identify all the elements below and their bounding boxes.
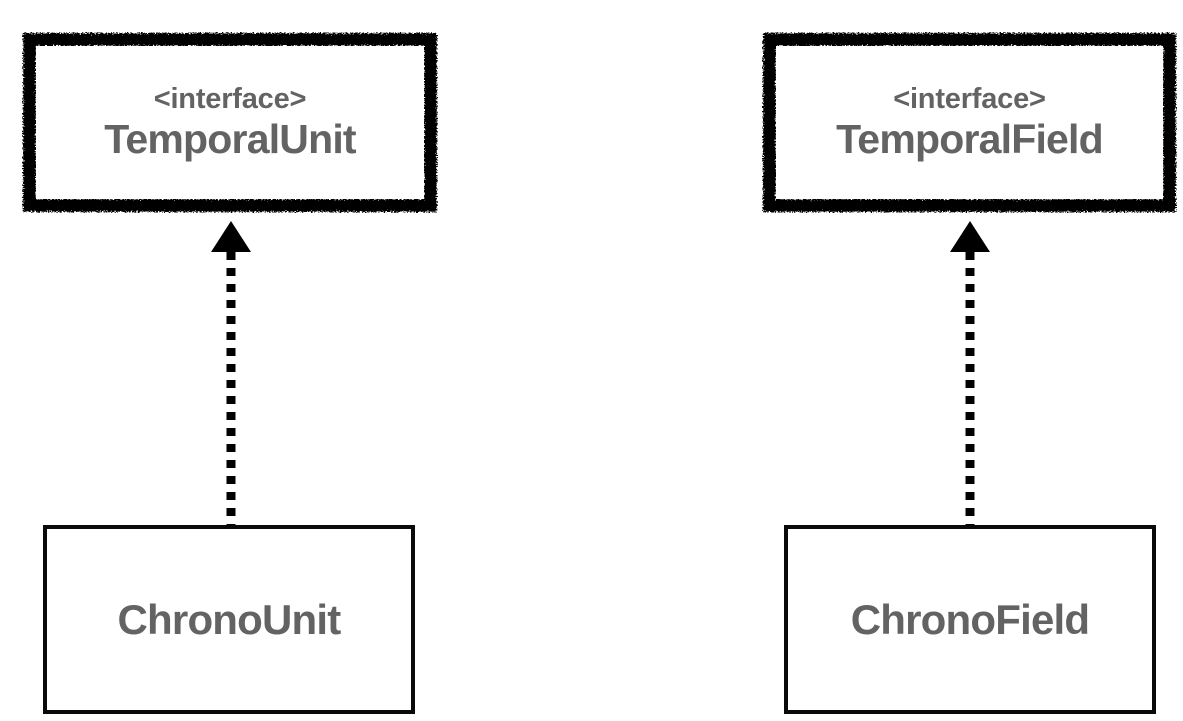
interface-node-body: <interface> TemporalField: [762, 82, 1177, 163]
dotted-line-segment: [965, 252, 975, 526]
interface-node-temporal-field[interactable]: <interface> TemporalField: [762, 32, 1177, 213]
interface-name-label: TemporalField: [836, 116, 1104, 163]
stereotype-label: <interface>: [893, 82, 1046, 115]
dotted-line-segment: [226, 252, 236, 526]
class-node-chrono-unit[interactable]: ChronoUnit: [43, 525, 415, 714]
class-node-chrono-field[interactable]: ChronoField: [784, 525, 1156, 714]
realization-edge-chrono-field-to-temporal-field: [950, 221, 990, 526]
class-name-label: ChronoField: [850, 595, 1090, 643]
class-name-label: ChronoUnit: [117, 595, 342, 643]
stereotype-label: <interface>: [153, 82, 307, 115]
interface-node-body: <interface> TemporalUnit: [22, 82, 438, 163]
interface-name-label: TemporalUnit: [104, 116, 356, 163]
interface-node-temporal-unit[interactable]: <interface> TemporalUnit: [22, 32, 438, 213]
filled-triangle-arrowhead: [211, 221, 251, 252]
filled-triangle-arrowhead: [950, 221, 990, 252]
realization-edge-chrono-unit-to-temporal-unit: [211, 221, 251, 526]
